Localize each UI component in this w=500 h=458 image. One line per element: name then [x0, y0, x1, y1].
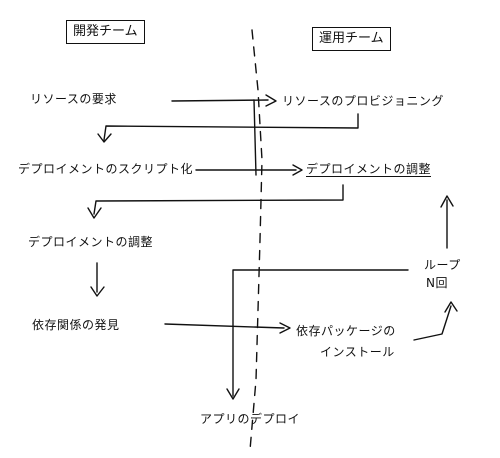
- return-loop-to-deploy: [232, 269, 409, 397]
- step-dependency-discovery: 依存関係の発見: [32, 318, 120, 332]
- arrowhead-adjust-up: [440, 195, 454, 208]
- connector-vertical: [253, 99, 257, 176]
- lane-divider: [249, 29, 263, 451]
- step-deploy-adjust-ops: デプロイメントの調整: [306, 162, 432, 177]
- arrowhead-adjust-dev: [87, 207, 102, 219]
- arrow-discovery-to-install: [164, 323, 285, 329]
- step-resource-provisioning: リソースのプロビジョニング: [282, 94, 444, 108]
- step-resource-request: リソースの要求: [30, 92, 117, 106]
- loop-label-line1: ループ: [424, 258, 461, 272]
- arrowhead-adjust-ops: [292, 164, 303, 176]
- header-dev-team: 開発チーム: [66, 20, 145, 44]
- step-deploy-adjust-dev: デプロイメントの調整: [28, 235, 154, 249]
- step-package-install-line2: インストール: [320, 345, 395, 359]
- arrowhead-discovery: [90, 286, 105, 297]
- header-ops-team: 運用チーム: [312, 27, 391, 51]
- return-adjust-to-dev: [93, 184, 344, 215]
- step-package-install-line1: 依存パッケージの: [296, 324, 396, 338]
- arrow-install-to-loop: [413, 305, 452, 341]
- step-deploy-scripting: デプロイメントのスクリプト化: [18, 162, 194, 176]
- arrowhead-provision: [265, 94, 277, 107]
- arrowhead-loop: [444, 301, 458, 313]
- arrowhead-deploy: [226, 388, 240, 400]
- arrowhead-install: [279, 322, 291, 334]
- arrow-request-to-provision: [171, 99, 269, 102]
- return-provision-to-dev: [103, 113, 359, 141]
- arrowhead-to-scripting: [97, 133, 112, 143]
- step-app-deploy: アプリのデプロイ: [200, 412, 301, 426]
- loop-label-line2: N回: [426, 276, 448, 290]
